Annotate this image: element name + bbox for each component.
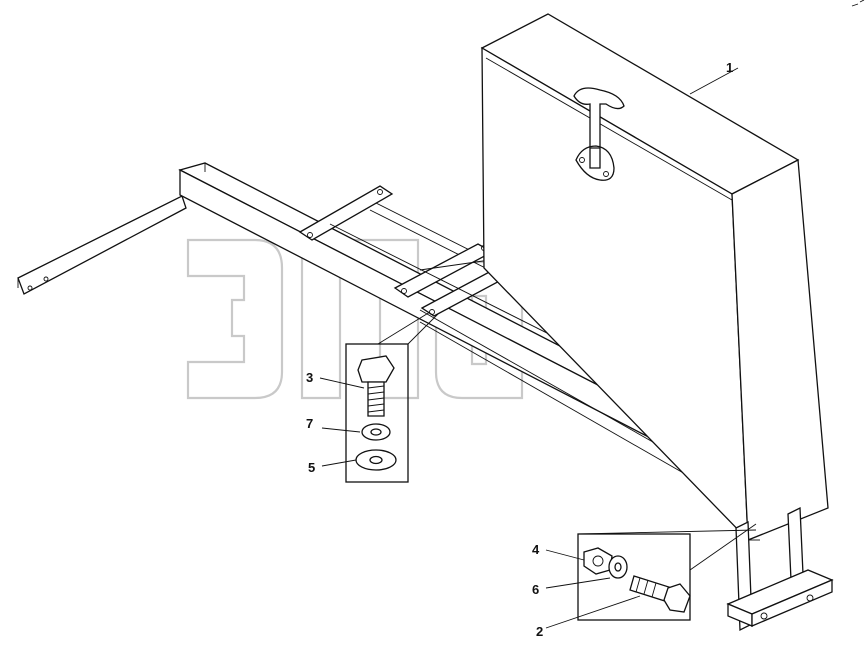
callout-2: 2: [536, 624, 543, 639]
toolbox: [480, 13, 829, 542]
toolbox-latch: [573, 87, 625, 181]
callout-5: 5: [308, 460, 315, 475]
support-legs: [726, 506, 834, 632]
callout-1: 1: [726, 60, 733, 75]
mounting-arm: [17, 195, 187, 295]
callout-7: 7: [306, 416, 313, 431]
leader-lines: [319, 67, 739, 629]
fastener-group-a: [345, 311, 439, 483]
callout-6: 6: [532, 582, 539, 597]
fastener-group-b: [577, 523, 757, 621]
corner-mark: [851, 0, 865, 7]
callout-3: 3: [306, 370, 313, 385]
callout-4: 4: [532, 542, 540, 557]
